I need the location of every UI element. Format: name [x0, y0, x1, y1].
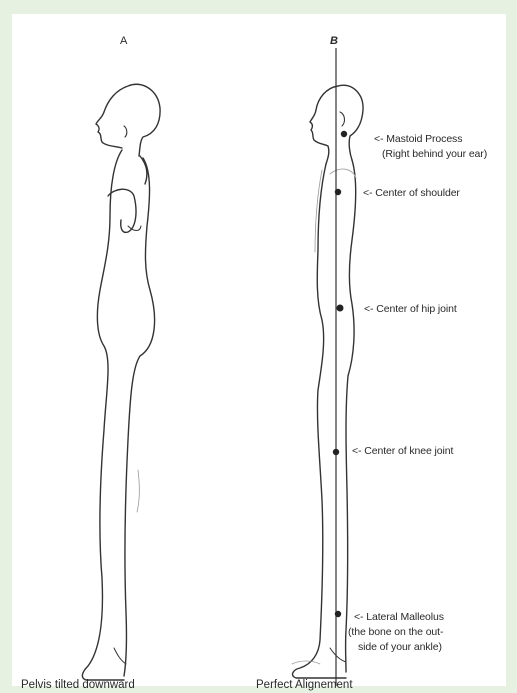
mastoid-dot [341, 131, 347, 137]
mastoid-process-label: <- Mastoid Process [374, 134, 462, 145]
figure-a-letter: A [120, 36, 127, 47]
malleolus-label: <- Lateral Malleolus [354, 612, 444, 623]
hip-label: <- Center of hip joint [364, 304, 457, 315]
landmark-dots [333, 131, 347, 617]
figure-a-silhouette [82, 84, 160, 680]
knee-dot [333, 449, 339, 455]
mastoid-process-detail: (Right behind your ear) [382, 149, 487, 160]
figure-b-caption: Perfect Alignement [256, 680, 353, 692]
figure-a-caption: Pelvis tilted downward [21, 680, 135, 692]
hip-dot [337, 305, 344, 312]
malleolus-detail-2: side of your ankle) [358, 642, 442, 653]
malleolus-detail-1: (the bone on the out- [348, 627, 443, 638]
shoulder-label: <- Center of shoulder [363, 188, 460, 199]
knee-label: <- Center of knee joint [352, 446, 453, 457]
shoulder-dot [335, 189, 341, 195]
malleolus-dot [335, 611, 341, 617]
figure-b-letter: B [330, 36, 338, 47]
figure-b-silhouette [292, 85, 363, 678]
